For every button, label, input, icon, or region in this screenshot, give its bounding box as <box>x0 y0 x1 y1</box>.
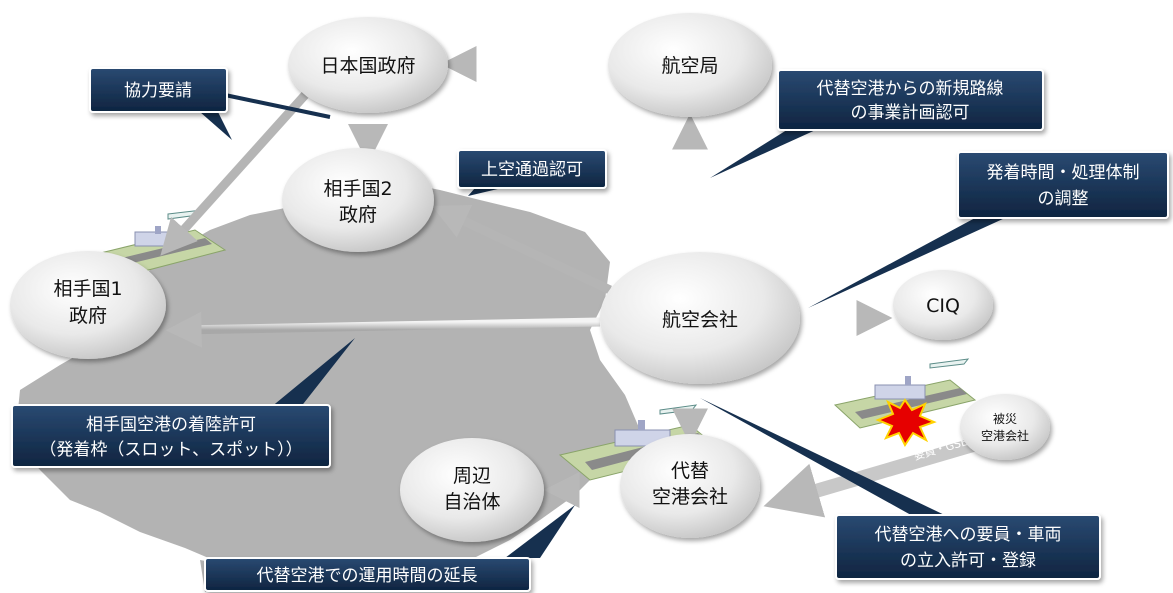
callout-schedule-line2: の調整 <box>1038 189 1089 209</box>
node-local-government: 周辺 自治体 <box>400 438 544 542</box>
arrow-japan-to-partner1 <box>160 91 309 256</box>
node-partner1-government: 相手国1 政府 <box>10 251 166 359</box>
callout-hours-extension: 代替空港での運用時間の延長 <box>204 505 575 592</box>
node-partner2-government: 相手国2 政府 <box>282 148 434 252</box>
callout-overflight-approval: 上空通過認可 <box>457 149 607 196</box>
arrow-airline-to-partner1 <box>165 311 601 348</box>
node-alternate-airport-company: 代替 空港会社 <box>620 434 760 538</box>
node-partner1-line1: 相手国1 <box>53 278 122 300</box>
callout-cooperation-request: 協力要請 <box>89 67 331 140</box>
callout-staff-vehicle-access: 代替空港への要員・車両 の立入許可・登録 <box>700 398 1101 580</box>
node-japan-government: 日本国政府 <box>288 17 448 113</box>
callout-route-line2: の事業計画認可 <box>851 103 970 123</box>
callout-staff-line2: の立入許可・登録 <box>900 551 1036 571</box>
node-civil-aviation-bureau-label: 航空局 <box>661 55 718 77</box>
node-airline: 航空会社 <box>600 252 800 384</box>
node-disaster-line1: 被災 <box>993 412 1017 426</box>
node-partner2-line1: 相手国2 <box>323 178 392 200</box>
node-ciq-label: CIQ <box>926 295 960 317</box>
callout-route-approval: 代替空港からの新規路線 の事業計画認可 <box>710 69 1044 178</box>
node-ciq: CIQ <box>893 270 993 340</box>
callout-route-line1: 代替空港からの新規路線 <box>817 79 1004 99</box>
callout-hours-text: 代替空港での運用時間の延長 <box>257 566 478 586</box>
explosion-icon <box>875 398 937 447</box>
arrow-disaster-to-alt <box>763 433 992 518</box>
node-partner1-line2: 政府 <box>69 305 107 327</box>
node-japan-government-label: 日本国政府 <box>320 55 415 77</box>
node-disaster-line2: 空港会社 <box>981 428 1029 443</box>
callout-cooperation-text: 協力要請 <box>124 81 192 101</box>
callout-schedule-adjustment: 発着時間・処理体制 の調整 <box>808 151 1169 308</box>
disaster-airport-illustration <box>833 358 977 447</box>
callout-landing-line1: 相手国空港の着陸許可 <box>86 415 256 435</box>
arrow-airline-to-partner2 <box>431 204 612 295</box>
node-civil-aviation-bureau: 航空局 <box>608 13 772 117</box>
node-alt-airport-line1: 代替 <box>671 460 709 482</box>
node-disaster-airport-company: 被災 空港会社 <box>960 394 1050 460</box>
callout-landing-line2: （発着枠（スロット、スポット）） <box>39 440 302 460</box>
node-local-line1: 周辺 <box>453 465 491 487</box>
callout-schedule-line1: 発着時間・処理体制 <box>987 163 1140 183</box>
node-partner2-line2: 政府 <box>339 204 377 226</box>
callout-landing-permit: 相手国空港の着陸許可 （発着枠（スロット、スポット）） <box>11 338 355 468</box>
node-local-line2: 自治体 <box>443 491 500 513</box>
callout-overflight-text: 上空通過認可 <box>481 160 583 180</box>
node-airline-label: 航空会社 <box>662 309 738 331</box>
node-alt-airport-line2: 空港会社 <box>652 486 728 508</box>
callout-staff-line1: 代替空港への要員・車両 <box>875 525 1062 545</box>
